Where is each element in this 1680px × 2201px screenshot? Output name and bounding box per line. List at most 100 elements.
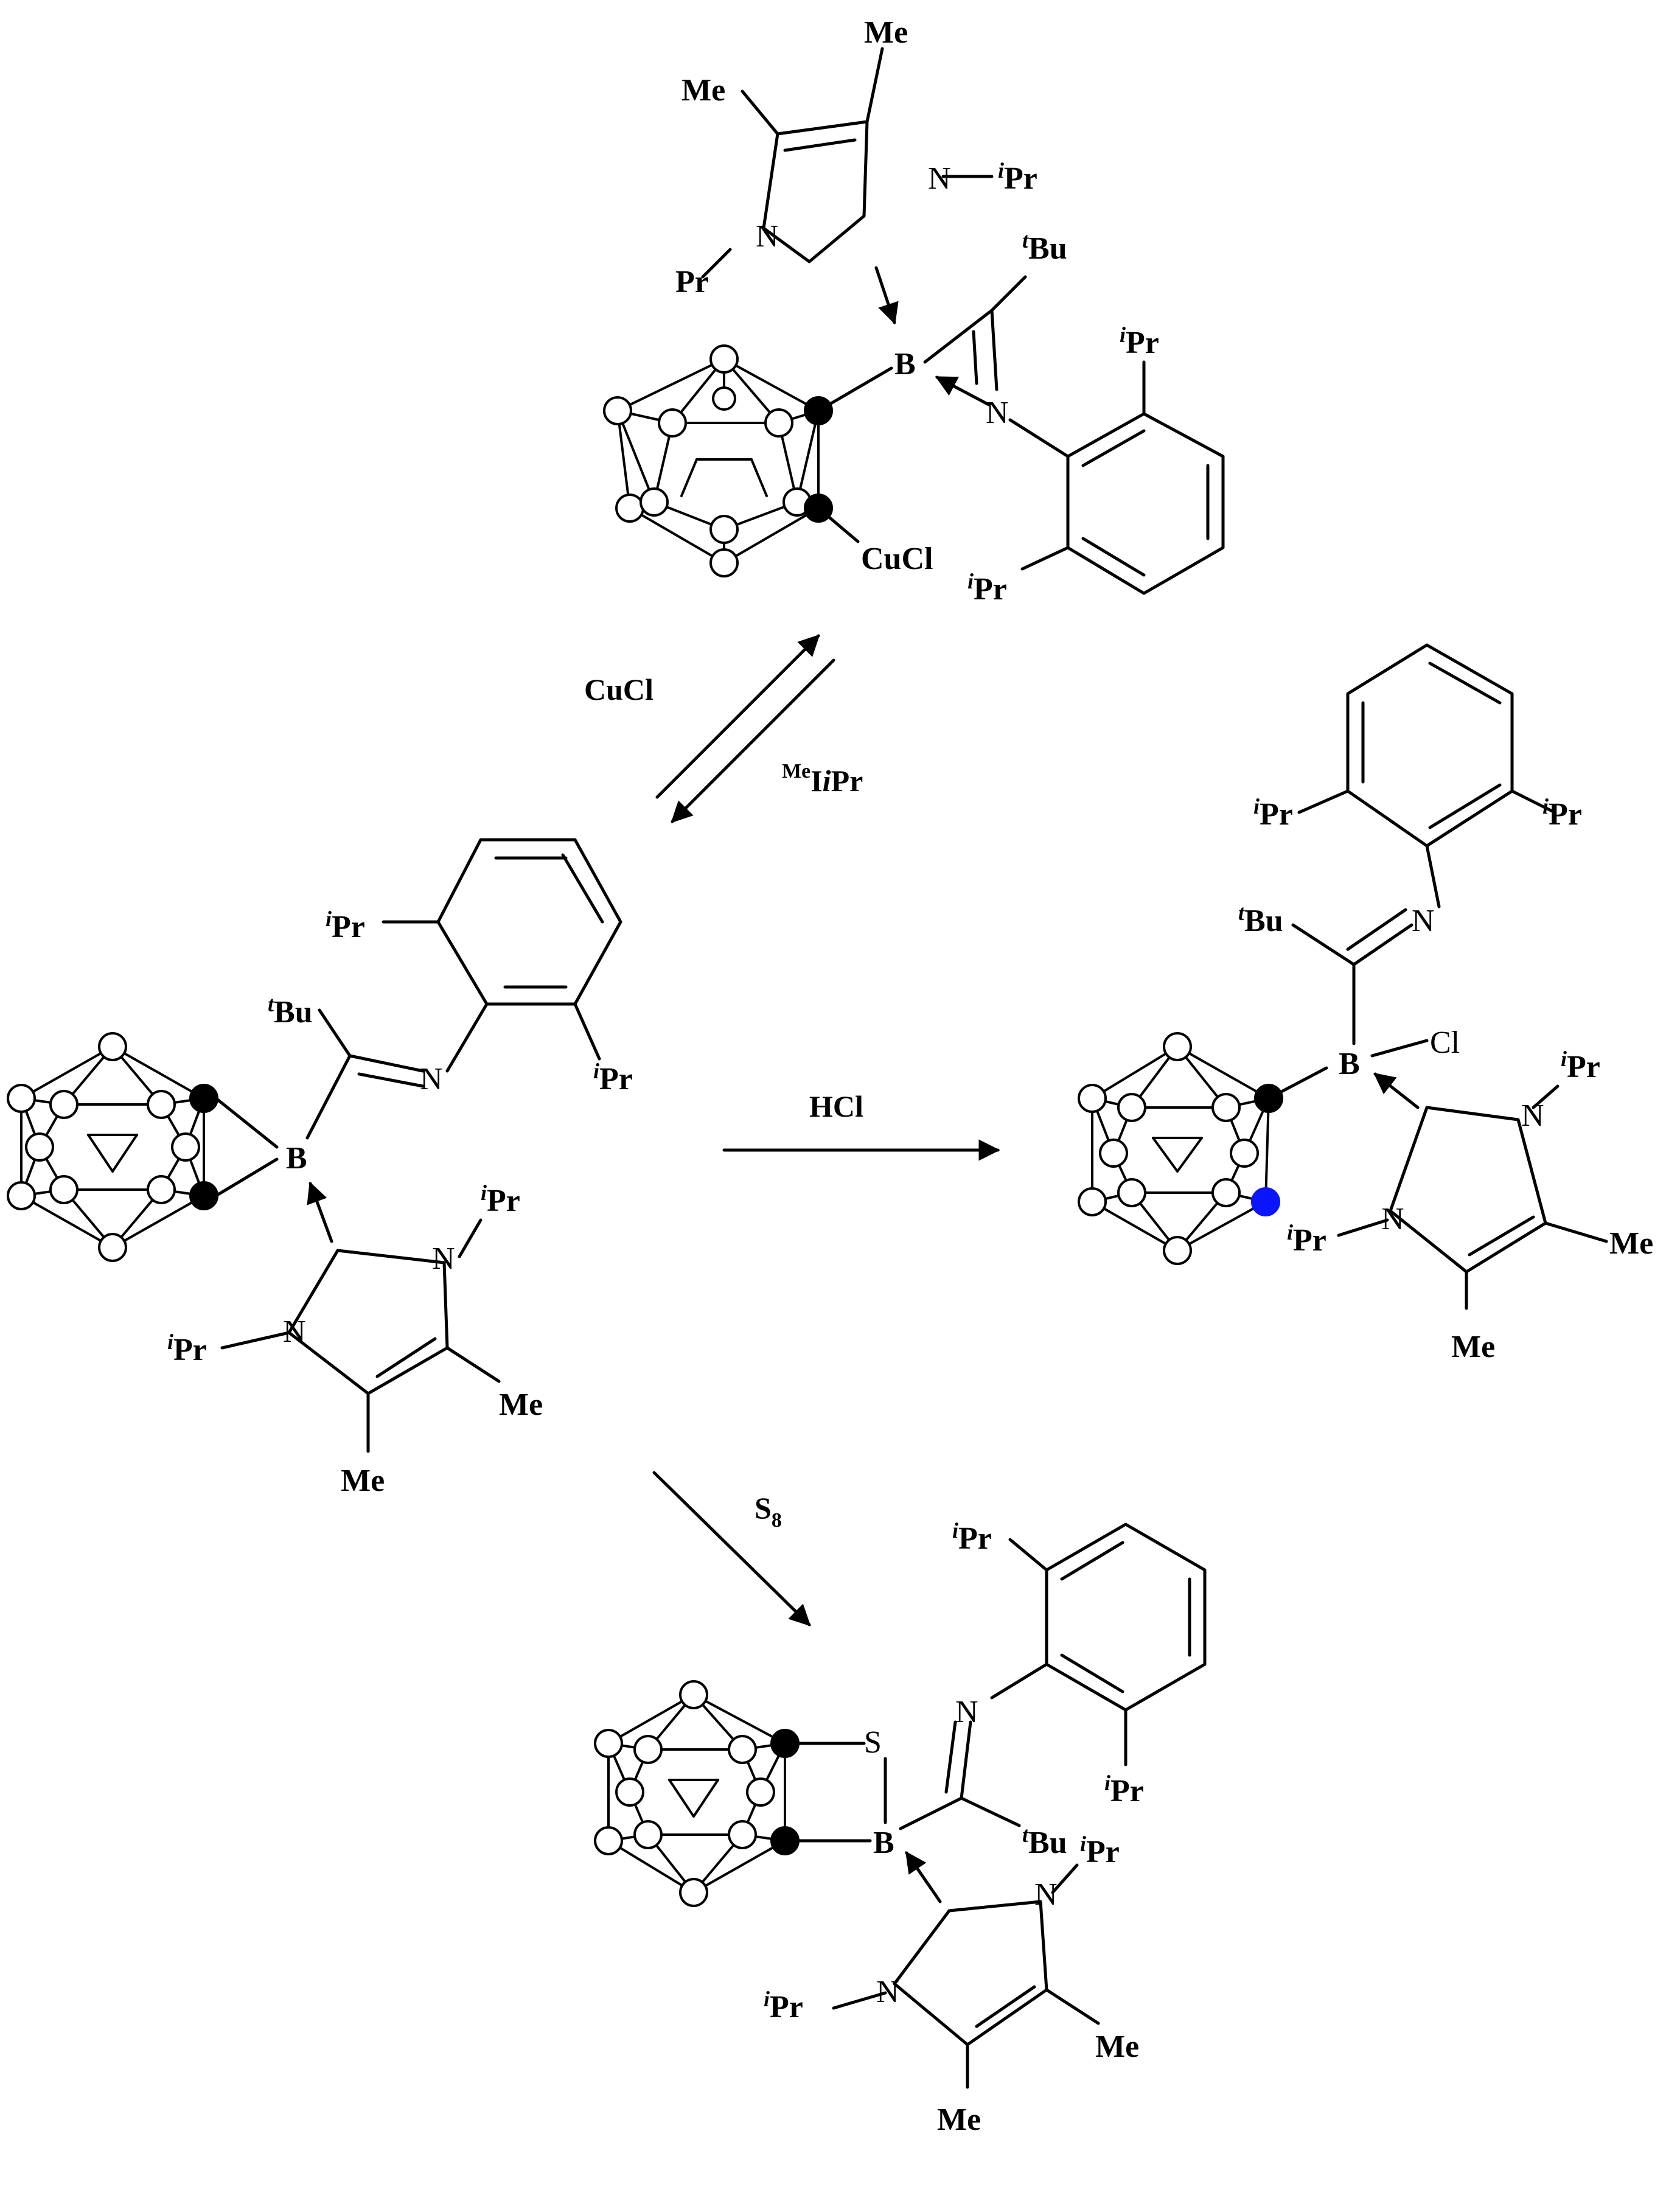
s8-product: iPr S N iPr B tBu N iPr N iPr Me Me [594, 1518, 1207, 2137]
svg-text:N: N [1034, 1877, 1058, 1912]
ipr-superscript: i [764, 1987, 770, 2011]
pr-label: Pr [1567, 1050, 1600, 1084]
pr-label: Pr [599, 1062, 633, 1097]
hcl-product: iPr iPr N tBu B Cl N iPr N iPr Me Me [1078, 643, 1653, 1364]
n-atom: N [1521, 1098, 1544, 1133]
pr-label: Pr [487, 1184, 520, 1218]
bu-label: Bu [1244, 904, 1283, 938]
n-atom: N [420, 1062, 443, 1097]
svg-text:Me: Me [1609, 1226, 1653, 1261]
svg-text:B: B [1339, 1047, 1360, 1081]
bu-label: Bu [274, 995, 313, 1030]
b-atom: B [1339, 1047, 1360, 1081]
svg-text:iPr: iPr [1120, 323, 1159, 360]
me-label: Me [1095, 2029, 1139, 2064]
ipr-superscript: i [952, 1518, 958, 1543]
me-label: Me [1451, 1330, 1495, 1364]
meipr-pr: Pr [831, 764, 863, 798]
hcl-arrow: HCl [722, 1089, 1000, 1161]
ipr-superscript: i [1287, 1220, 1293, 1244]
svg-text:iPr: iPr [1080, 1832, 1120, 1869]
me-label: Me [681, 73, 725, 108]
svg-text:N: N [756, 219, 779, 254]
me-label: Me [499, 1387, 543, 1422]
me-label: Me [864, 15, 908, 50]
pr-label: Pr [173, 1333, 207, 1367]
n-atom: N [756, 219, 779, 254]
svg-text:Me: Me [1451, 1330, 1495, 1364]
svg-text:B: B [286, 1141, 307, 1176]
svg-text:tBu: tBu [268, 992, 313, 1030]
svg-text:iPr: iPr [952, 1518, 992, 1556]
svg-text:Me: Me [341, 1463, 385, 1498]
b-atom: B [894, 347, 916, 382]
s8-arrow: S8 [652, 1471, 811, 1627]
tbu-superscript: t [1022, 1823, 1029, 1847]
copper-complex: Me Me N iPr N Pr tBu B N iPr CuCl iPr [603, 15, 1225, 607]
svg-text:tBu: tBu [1022, 228, 1067, 266]
highlighted-vertex [1251, 1187, 1280, 1216]
svg-text:iPr: iPr [967, 569, 1007, 607]
svg-text:Me: Me [1095, 2029, 1139, 2064]
pr-label: Pr [1549, 797, 1582, 832]
me-label: Me [341, 1463, 385, 1498]
svg-text:B: B [894, 347, 916, 382]
ipr-superscript: i [481, 1181, 487, 1205]
cucl-reagent: CuCl [584, 672, 654, 706]
me-label: Me [1609, 1226, 1653, 1261]
svg-text:tBu: tBu [1022, 1823, 1067, 1860]
meipr-i-italic: i [823, 764, 831, 798]
n-atom: N [928, 161, 951, 196]
pr-label: Pr [332, 910, 365, 944]
ipr-superscript: i [1080, 1832, 1086, 1856]
tbu-superscript: t [1238, 901, 1245, 925]
ipr-superscript: i [1120, 323, 1126, 347]
svg-text:iPr: iPr [1104, 1771, 1144, 1809]
pr-label: Pr [1260, 797, 1293, 832]
svg-text:B: B [873, 1826, 894, 1860]
carborane-cage [603, 344, 833, 577]
svg-text:iPr: iPr [998, 158, 1037, 196]
carborane-cage [594, 1680, 800, 1907]
svg-text:tBu: tBu [1238, 901, 1283, 938]
n-atom: N [986, 396, 1009, 430]
pr-label: Pr [958, 1521, 992, 1556]
pr-label: Pr [1293, 1223, 1326, 1258]
svg-text:N: N [1412, 904, 1435, 938]
svg-text:Me: Me [499, 1387, 543, 1422]
ipr-superscript: i [1542, 794, 1549, 818]
carborane-cage [7, 1032, 218, 1262]
svg-text:Me: Me [681, 73, 725, 108]
pr-label: Pr [675, 265, 709, 299]
pr-label: Pr [1004, 161, 1037, 196]
svg-text:iPr: iPr [1561, 1047, 1600, 1084]
n-atom: N [432, 1241, 455, 1276]
svg-text:CuCl: CuCl [861, 542, 933, 576]
svg-text:iPr: iPr [481, 1181, 520, 1218]
svg-text:Me: Me [937, 2102, 981, 2137]
starting-compound: tBu N B iPr iPr N iPr N iPr Me Me [7, 838, 633, 1498]
pr-label: Pr [1126, 326, 1159, 360]
pr-label: Pr [770, 1990, 803, 2025]
cl-atom: Cl [1430, 1025, 1460, 1060]
ipr-superscript: i [167, 1330, 173, 1354]
svg-text:N: N [986, 396, 1009, 430]
pr-label: Pr [974, 572, 1007, 607]
b-atom: B [873, 1826, 894, 1860]
cucl-label: CuCl [861, 542, 933, 576]
pr-label: Pr [1110, 1774, 1144, 1809]
tbu-superscript: t [1022, 228, 1029, 253]
n-atom: N [1381, 1202, 1404, 1237]
hcl-reagent: HCl [809, 1089, 863, 1123]
meipr-i: I [810, 764, 822, 798]
svg-text:MeIiPr: MeIiPr [782, 760, 863, 798]
svg-text:iPr: iPr [593, 1059, 633, 1097]
tbu-superscript: t [268, 992, 274, 1016]
equilibrium-arrows: CuCl MeIiPr [584, 634, 863, 823]
n-atom: N [955, 1695, 978, 1729]
svg-text:N: N [928, 161, 951, 196]
meipr-superscript: Me [782, 760, 810, 783]
svg-text:Cl: Cl [1430, 1025, 1460, 1060]
svg-text:iPr: iPr [1253, 794, 1293, 832]
